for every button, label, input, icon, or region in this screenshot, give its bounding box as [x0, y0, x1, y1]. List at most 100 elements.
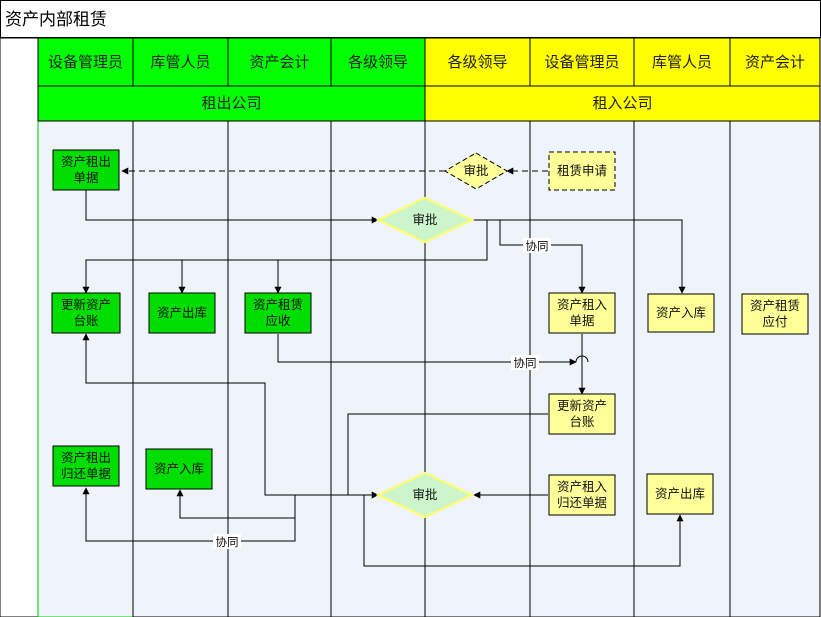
- lane-6: 库管人员: [633, 37, 731, 617]
- node-approve-bottom: 审批: [375, 471, 475, 519]
- connector-receivable-to-payable: [277, 334, 577, 366]
- process-shape: [145, 448, 213, 490]
- lane-7: 资产会计: [729, 37, 821, 617]
- node-label: 资产入库: [656, 305, 706, 320]
- connector-leaseout-to-approval: [85, 190, 379, 224]
- node-label: 资产租出: [61, 154, 111, 169]
- connectors: [82, 167, 686, 567]
- cooperate-label: 协同: [213, 534, 241, 549]
- lane-header-label: 各级领导: [348, 53, 408, 71]
- node-label: 应付: [762, 314, 787, 329]
- company-headers: 租出公司 租入公司: [37, 85, 821, 122]
- lane-header: [37, 37, 134, 87]
- node-label: 资产入库: [154, 461, 204, 476]
- connector-approval-to-stock-out-lessee: [363, 495, 684, 567]
- node-label: 单据: [569, 313, 594, 328]
- process-shape: [548, 151, 616, 191]
- node-label: 资产租赁: [253, 297, 303, 312]
- lane-header-label: 库管人员: [652, 53, 712, 71]
- lane-0: 设备管理员: [37, 37, 134, 617]
- node-stock-out-lessee: 资产出库: [646, 473, 714, 515]
- node-label: 归还单据: [61, 466, 111, 481]
- connector-approval-to-return-out: [82, 487, 296, 542]
- node-label: 单据: [73, 170, 98, 185]
- process-shape: [52, 149, 120, 191]
- lane-header-label: 各级领导: [447, 53, 507, 71]
- node-label: 资产租赁: [750, 298, 800, 313]
- node-label: 审批: [412, 487, 437, 502]
- process-shape: [741, 293, 809, 335]
- lane-header-label: 资产会计: [745, 53, 805, 71]
- node-stock-in-lessor: 资产入库: [145, 448, 213, 490]
- company-header-lessee: 租入公司: [424, 85, 821, 122]
- lane-header: [633, 37, 731, 87]
- company-header-bar: [424, 85, 821, 122]
- node-label: 资产租入: [557, 297, 608, 312]
- node-lease-request: 租赁申请: [548, 151, 616, 191]
- node-label: 审批: [463, 163, 488, 178]
- node-label: 审批: [412, 212, 437, 227]
- process-shape: [51, 292, 121, 334]
- connector-approval-to-ledger-out: [82, 333, 378, 496]
- lane-header: [529, 37, 635, 87]
- node-label: 租赁申请: [557, 163, 607, 178]
- lane-header-label: 设备管理员: [48, 53, 123, 71]
- process-shape: [548, 393, 616, 435]
- flow-nodes: 租赁申请审批资产租出单据审批更新资产台账资产出库资产租赁应收资产租入单据资产入库…: [51, 149, 809, 519]
- company-header-label: 租入公司: [592, 94, 652, 112]
- process-shape: [647, 293, 715, 333]
- process-shape: [548, 474, 616, 516]
- node-approve-mid: 审批: [375, 196, 475, 244]
- connector-labels: 协同 协同 协同: [213, 238, 551, 549]
- lanes-background: [38, 121, 820, 617]
- diagram-title: 资产内部租赁: [5, 10, 107, 30]
- lane-header: [729, 37, 821, 87]
- node-label: 台账: [73, 313, 99, 328]
- node-approve-top: 审批: [444, 152, 508, 190]
- node-label: 更新资产: [557, 398, 607, 413]
- decision-shape: [444, 152, 508, 190]
- svg-text:协同: 协同: [526, 239, 549, 253]
- company-header-bar: [37, 85, 426, 122]
- cooperate-label: 协同: [523, 238, 551, 253]
- left-margin: [0, 37, 39, 617]
- svg-text:协同: 协同: [514, 356, 537, 370]
- lane-header-label: 设备管理员: [544, 53, 619, 71]
- node-label: 更新资产: [61, 297, 111, 312]
- node-stock-out-lessor: 资产出库: [148, 292, 216, 334]
- process-shape: [548, 292, 616, 334]
- process-shape: [244, 292, 312, 334]
- lane-4: 各级领导: [424, 37, 531, 617]
- lane-header-label: 资产会计: [249, 53, 309, 71]
- decision-shape: [375, 196, 475, 244]
- process-shape: [52, 445, 120, 487]
- connector-approval-to-stock-in: [472, 219, 686, 294]
- node-label: 台账: [569, 414, 595, 429]
- company-header-lessor: 租出公司: [37, 85, 426, 122]
- node-stock-in-lessee: 资产入库: [647, 293, 715, 333]
- connector-approval-to-stock-in-lessor: [176, 489, 296, 519]
- lane-header: [424, 37, 531, 87]
- node-label: 资产出库: [157, 305, 207, 320]
- process-shape: [148, 292, 216, 334]
- node-label: 资产出库: [655, 486, 705, 501]
- cooperate-label: 协同: [511, 355, 539, 370]
- lane-header-label: 库管人员: [150, 53, 210, 71]
- node-label: 归还单据: [557, 495, 607, 510]
- process-shape: [646, 473, 714, 515]
- company-header-label: 租出公司: [201, 94, 261, 112]
- svg-text:协同: 协同: [216, 535, 239, 549]
- node-label: 资产租入: [557, 479, 608, 494]
- title-bar: [0, 0, 821, 38]
- decision-shape: [375, 471, 475, 519]
- node-label: 资产租出: [61, 450, 111, 465]
